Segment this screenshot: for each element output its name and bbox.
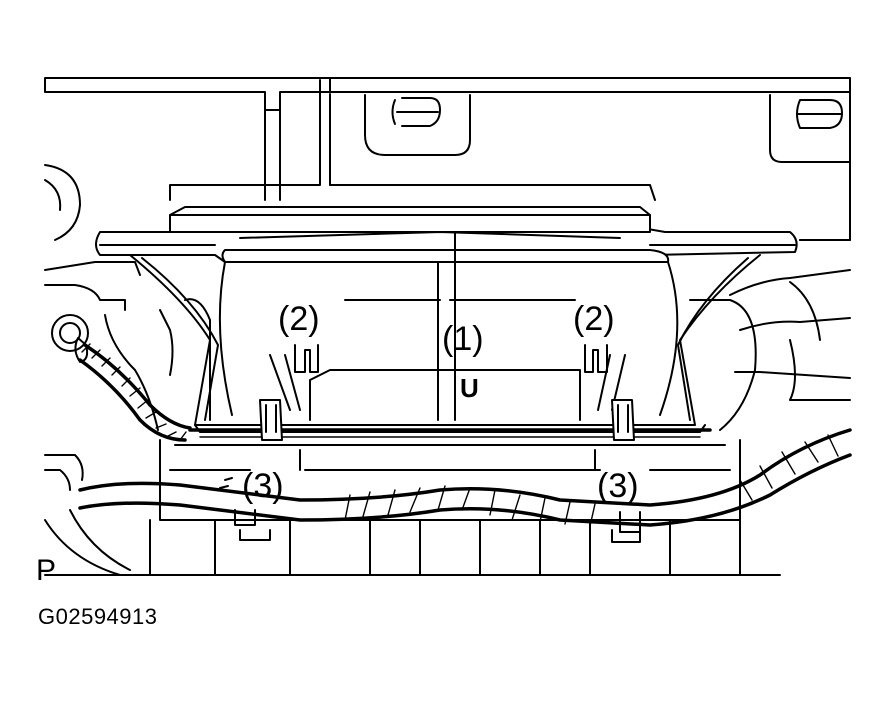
- callout-item-3-left: (3): [242, 467, 284, 505]
- callout-item-2-right: (2): [573, 300, 615, 338]
- lower-duct: [44, 439, 781, 576]
- right-background-parts: [689, 239, 851, 431]
- clip-bottom-right: [611, 399, 635, 441]
- body-panel: [44, 77, 851, 241]
- mounting-flange: [95, 206, 798, 263]
- wire-harness: [44, 428, 852, 576]
- mark-u: U: [460, 373, 479, 403]
- clip-hole-right: [796, 99, 843, 129]
- figure-id: G02594913: [38, 604, 158, 629]
- blower-housing: [129, 254, 761, 438]
- clamp-left-2: [269, 344, 319, 411]
- left-corrugated-hose: [74, 337, 192, 442]
- view-letter: P: [36, 554, 56, 587]
- callouts: (1) (2) (2) (3) (3) U: [242, 300, 639, 505]
- callout-item-2-left: (2): [278, 300, 320, 338]
- callout-item-1: (1): [442, 320, 484, 358]
- callout-item-3-right: (3): [597, 467, 639, 505]
- left-background-parts: [44, 164, 211, 491]
- clip-bottom-left: [259, 399, 283, 441]
- clip-hole-left: [391, 97, 441, 127]
